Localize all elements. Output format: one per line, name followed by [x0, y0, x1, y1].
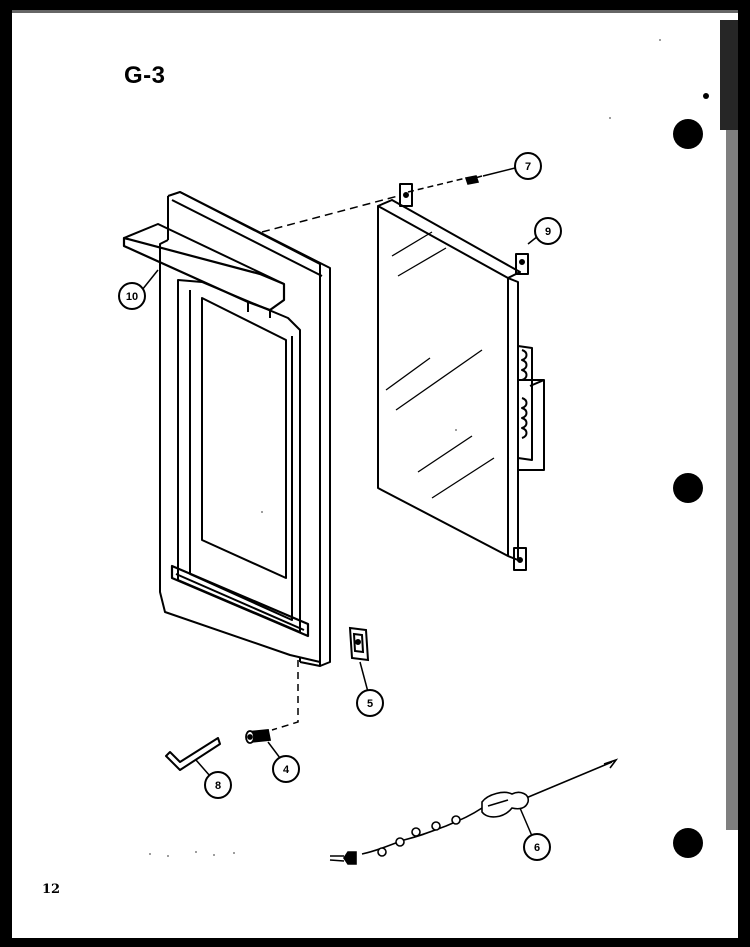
callout-5: 5 — [356, 689, 384, 717]
scan-specks — [149, 39, 661, 857]
alignment-line-screw — [407, 177, 467, 193]
binder-hole-top — [673, 119, 703, 149]
binder-hole-middle — [673, 473, 703, 503]
callout-label-9: 9 — [545, 226, 551, 238]
door-frame — [122, 191, 331, 667]
callout-label-5: 5 — [367, 698, 373, 710]
callout-label-4: 4 — [283, 764, 290, 776]
hinge-bracket — [348, 626, 370, 662]
screw — [464, 175, 483, 185]
heater-cord — [329, 758, 619, 865]
page-number: 12 — [42, 882, 61, 897]
callout-label-7: 7 — [525, 161, 531, 173]
leader-6 — [519, 807, 533, 837]
binder-holes — [673, 93, 709, 858]
hinge-pin — [245, 729, 272, 744]
leader-8 — [195, 759, 211, 777]
callout-7: 7 — [514, 152, 542, 180]
callout-label-8: 8 — [215, 780, 221, 792]
alignment-line-top — [261, 195, 399, 233]
alignment-line-hinge — [271, 660, 299, 731]
binder-hole-bottom — [673, 828, 703, 858]
callout-6: 6 — [523, 833, 551, 861]
callout-label-10: 10 — [126, 291, 138, 303]
callout-label-6: 6 — [534, 842, 540, 854]
leader-4 — [267, 741, 281, 759]
callout-4: 4 — [272, 755, 300, 783]
callout-10: 10 — [118, 282, 146, 310]
door-panel — [377, 183, 545, 571]
diagram-heading: G-3 — [124, 62, 166, 89]
leader-10 — [141, 269, 159, 291]
hex-key — [165, 737, 221, 771]
callout-9: 9 — [534, 217, 562, 245]
leader-5 — [359, 661, 369, 693]
leader-7 — [482, 167, 516, 177]
callout-8: 8 — [204, 771, 232, 799]
